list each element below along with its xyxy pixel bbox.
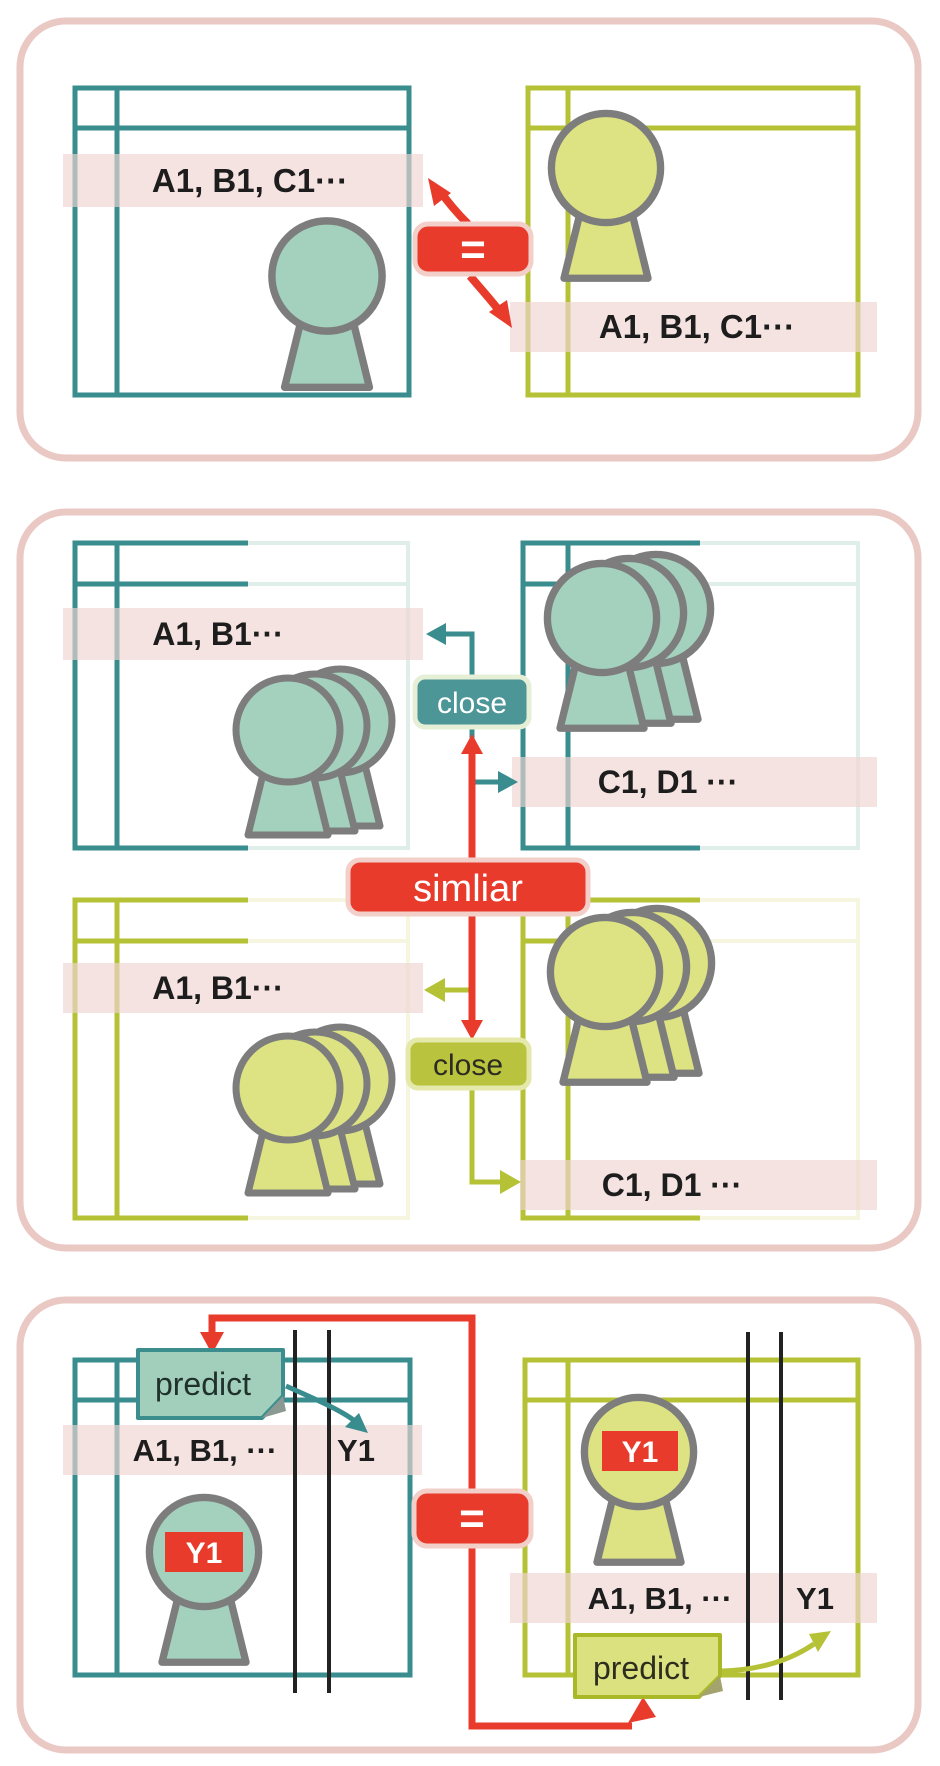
close-badge-olive: [405, 1037, 532, 1091]
panel-predict-tables: A1, B1, ··· Y1 A1, B1, ··· Y1 = Y1 Y1: [16, 1296, 922, 1754]
olive-right-band-label: C1, D1 ···: [602, 1167, 742, 1203]
left-target-label: Y1: [337, 1433, 375, 1468]
arrowhead-down-right: [489, 300, 512, 328]
person-icon: [149, 1497, 258, 1662]
close-badge-teal: [412, 674, 532, 730]
teal-table-left-outline: [72, 540, 410, 851]
teal-right-band-label: C1, D1 ···: [598, 764, 738, 800]
arrowhead-right: [498, 771, 518, 793]
swap-arrows: [428, 178, 512, 328]
column-separator-lines: [293, 1330, 783, 1700]
person-group-icon: [550, 908, 711, 1082]
similar-arrows: [461, 734, 483, 1040]
similar-badge-label: simliar: [413, 868, 523, 910]
row-highlight: [510, 302, 877, 352]
right-table-header-cells: A1, B1, C1···: [599, 308, 795, 345]
row-highlight: [520, 1160, 877, 1210]
close-badge-teal-label: close: [437, 687, 507, 720]
person-icon: [551, 113, 660, 278]
panel-border: [16, 508, 922, 1252]
predict-arrow-olive: [721, 1641, 816, 1674]
row-highlight: [510, 1573, 877, 1623]
predict-label: predict: [155, 1366, 251, 1402]
equals-badge: [412, 221, 534, 277]
folded-corner: [699, 1676, 723, 1697]
person-icon: [272, 221, 382, 387]
left-table-header-cells: A1, B1, C1···: [152, 162, 348, 199]
panel-border: [16, 1296, 922, 1754]
arrowhead-down: [200, 1332, 224, 1354]
equals-badge-label: =: [459, 1494, 485, 1543]
predict-note-olive: predict: [573, 1633, 723, 1699]
row-highlight: [63, 1425, 422, 1475]
predict-note-teal: predict: [136, 1348, 286, 1420]
row-highlight: [63, 154, 423, 207]
y1-tag-label: Y1: [622, 1436, 659, 1469]
teal-left-band-label: A1, B1···: [152, 616, 284, 652]
y1-tag: [602, 1431, 678, 1471]
arrowhead-left: [426, 623, 446, 645]
arrowhead-down-right: [345, 1413, 368, 1433]
row-highlight: [63, 963, 423, 1013]
arrowhead-right: [500, 1170, 521, 1194]
panel-equal-tables: A1, B1, C1··· A1, B1, C1··· =: [16, 17, 922, 462]
person-group-icon: [547, 554, 710, 728]
left-table-outline: [72, 85, 412, 398]
equality-path: [200, 1314, 656, 1730]
equals-badge-label: =: [460, 225, 486, 274]
arrowhead-down: [461, 1020, 483, 1040]
close-badge-olive-label: close: [433, 1049, 503, 1082]
panel-similar-tables: A1, B1··· C1, D1 ··· A1, B1··· C1, D1 ··…: [16, 508, 922, 1252]
person-group-icon: [236, 1027, 392, 1193]
left-features-label: A1, B1, ···: [133, 1433, 278, 1468]
predict-arrow-teal: [284, 1383, 358, 1424]
equals-badge: [411, 1488, 534, 1549]
y1-tag: [165, 1532, 243, 1572]
folded-corner: [262, 1396, 286, 1418]
row-highlight: [63, 608, 423, 660]
right-table-outline: [522, 1357, 861, 1678]
person-icon: [584, 1397, 693, 1562]
arrowhead-up: [461, 734, 483, 754]
panel-border: [16, 17, 922, 462]
olive-left-band-label: A1, B1···: [152, 970, 284, 1006]
arrowhead-up-right: [809, 1631, 831, 1652]
similar-badge: [345, 857, 591, 917]
right-features-label: A1, B1, ···: [588, 1581, 733, 1616]
arrowhead-up-left: [428, 178, 451, 206]
row-highlight: [512, 757, 877, 807]
predict-label: predict: [593, 1650, 689, 1686]
y1-tag-label: Y1: [186, 1537, 223, 1570]
right-target-label: Y1: [796, 1581, 834, 1616]
arrowhead-up: [628, 1697, 656, 1723]
arrowhead-left: [424, 978, 445, 1002]
olive-close-connector: [424, 978, 521, 1194]
person-group-icon: [236, 669, 392, 835]
